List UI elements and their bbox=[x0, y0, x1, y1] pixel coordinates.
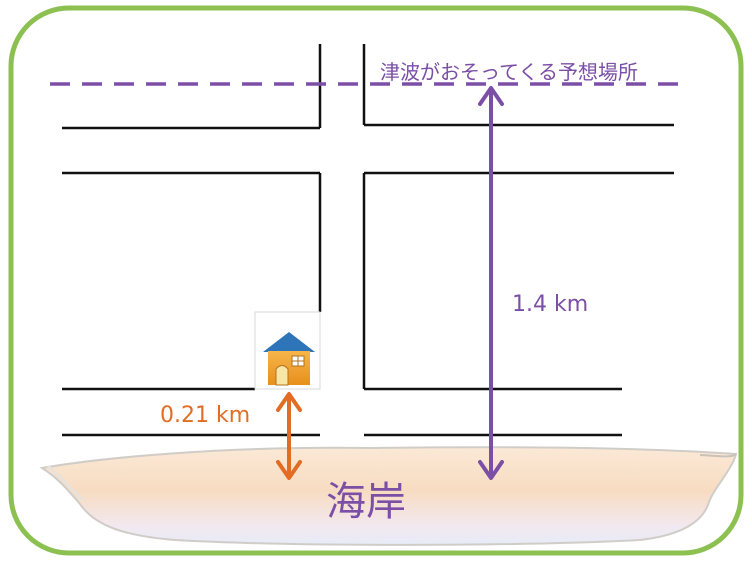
house-icon bbox=[263, 332, 315, 386]
arrow-coast-to-tsunami-line bbox=[478, 86, 504, 480]
distance-house-label: 0.21 km bbox=[160, 403, 251, 428]
arrow-house-to-coast bbox=[276, 392, 302, 480]
map-frame bbox=[8, 5, 744, 556]
coast-shape bbox=[39, 446, 738, 546]
distance-tsunami-label: 1.4 km bbox=[512, 292, 589, 317]
tsunami-line-label: 津波がおそってくる予想場所 bbox=[380, 60, 638, 84]
coast-label: 海岸 bbox=[326, 479, 406, 525]
